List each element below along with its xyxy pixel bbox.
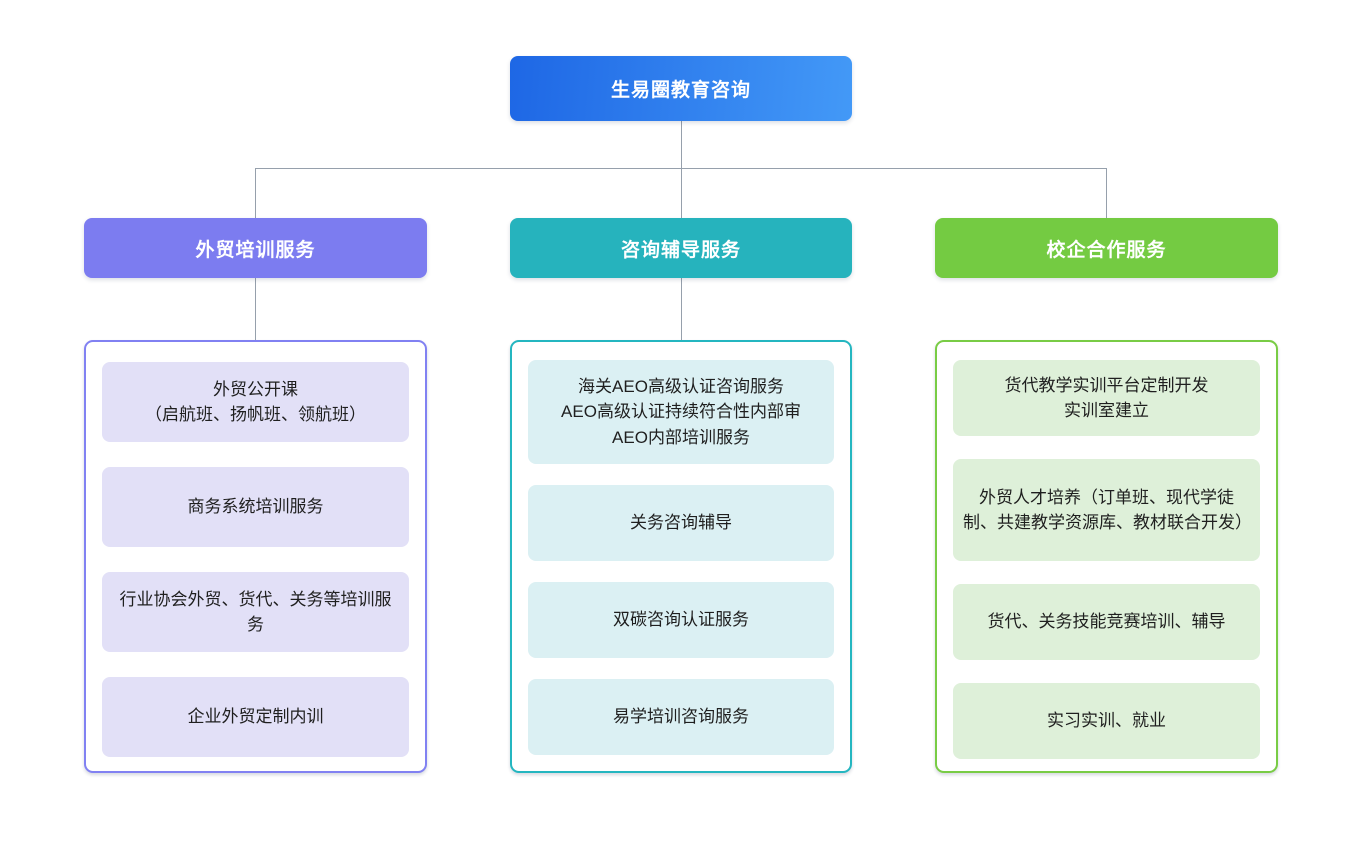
leaf-list-school-enterprise: 货代教学实训平台定制开发 实训室建立 外贸人才培养（订单班、现代学徒制、共建教学…	[935, 340, 1278, 773]
leaf-item: 关务咨询辅导	[528, 485, 834, 561]
leaf-item-label: 企业外贸定制内训	[187, 707, 324, 727]
leaf-item-label: 货代教学实训平台定制开发 实训室建立	[1004, 375, 1209, 421]
leaf-item-label: 货代、关务技能竞赛培训、辅导	[987, 612, 1226, 632]
leaf-item: 货代、关务技能竞赛培训、辅导	[953, 584, 1260, 660]
connector-drop-middle	[680, 168, 682, 218]
leaf-item-label: 实习实训、就业	[1047, 711, 1166, 731]
root-node: 生易圈教育咨询	[510, 56, 852, 121]
leaf-item-label: 海关AEO高级认证咨询服务 AEO高级认证持续符合性内部审 AEO内部培训服务	[561, 376, 801, 447]
connector-branch2-to-list	[680, 278, 682, 340]
leaf-item: 实习实训、就业	[953, 683, 1260, 759]
leaf-item-label: 关务咨询辅导	[630, 513, 732, 533]
root-node-label: 生易圈教育咨询	[610, 80, 751, 101]
connector-root-stub	[680, 121, 682, 168]
leaf-item: 货代教学实训平台定制开发 实训室建立	[953, 360, 1260, 436]
leaf-item: 商务系统培训服务	[102, 467, 409, 547]
leaf-item-label: 商务系统培训服务	[187, 497, 324, 517]
branch-header-label: 外贸培训服务	[195, 239, 316, 261]
connector-drop-right	[1105, 168, 1107, 218]
leaf-item: 海关AEO高级认证咨询服务 AEO高级认证持续符合性内部审 AEO内部培训服务	[528, 360, 834, 464]
leaf-item: 企业外贸定制内训	[102, 677, 409, 757]
leaf-item: 外贸公开课 （启航班、扬帆班、领航班）	[102, 362, 409, 442]
leaf-list-foreign-trade-training: 外贸公开课 （启航班、扬帆班、领航班） 商务系统培训服务 行业协会外贸、货代、关…	[84, 340, 427, 773]
leaf-list-consulting-coaching: 海关AEO高级认证咨询服务 AEO高级认证持续符合性内部审 AEO内部培训服务 …	[510, 340, 852, 773]
branch-header-label: 咨询辅导服务	[620, 239, 741, 261]
leaf-item: 行业协会外贸、货代、关务等培训服务	[102, 572, 409, 652]
leaf-item: 外贸人才培养（订单班、现代学徒制、共建教学资源库、教材联合开发）	[953, 459, 1260, 561]
leaf-item-label: 外贸人才培养（订单班、现代学徒制、共建教学资源库、教材联合开发）	[963, 487, 1252, 533]
leaf-item-label: 行业协会外贸、货代、关务等培训服务	[119, 589, 392, 635]
connector-branch1-to-list	[254, 278, 256, 340]
branch-header-foreign-trade-training: 外贸培训服务	[84, 218, 427, 278]
leaf-item-label: 双碳咨询认证服务	[613, 610, 749, 630]
branch-header-label: 校企合作服务	[1046, 239, 1167, 261]
connector-drop-left	[254, 168, 256, 218]
branch-header-consulting-coaching: 咨询辅导服务	[510, 218, 852, 278]
leaf-item: 双碳咨询认证服务	[528, 582, 834, 658]
leaf-item-label: 易学培训咨询服务	[613, 707, 749, 727]
branch-header-school-enterprise: 校企合作服务	[935, 218, 1278, 278]
leaf-item-label: 外贸公开课 （启航班、扬帆班、领航班）	[145, 379, 366, 425]
leaf-item: 易学培训咨询服务	[528, 679, 834, 755]
